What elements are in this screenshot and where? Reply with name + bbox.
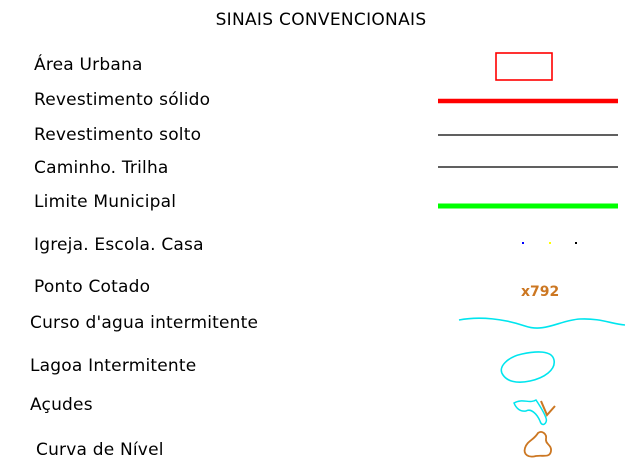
lagoa-intermitente-symbol xyxy=(500,351,555,383)
legend-label-ponto-cotado: Ponto Cotado xyxy=(34,277,151,297)
legend-label-curva-de-nivel: Curva de Nível xyxy=(36,440,164,460)
casa-dot-symbol xyxy=(575,242,577,244)
legend-label-acudes: Açudes xyxy=(30,395,93,415)
curva-de-nivel-symbol xyxy=(523,431,552,458)
escola-dot-symbol xyxy=(549,242,551,244)
legend-label-limite-municipal: Limite Municipal xyxy=(34,192,177,212)
legend-label-lagoa-intermitente: Lagoa Intermitente xyxy=(30,356,197,376)
acude-dam-symbol xyxy=(540,400,556,417)
acude-water-symbol xyxy=(513,398,548,426)
igreja-dot-symbol xyxy=(522,242,524,244)
legend-label-revestimento-solido: Revestimento sólido xyxy=(34,90,211,110)
legend-label-revestimento-solto: Revestimento solto xyxy=(34,125,202,145)
legend-title: SINAIS CONVENCIONAIS xyxy=(215,10,427,30)
area-urbana-symbol xyxy=(495,52,553,81)
legend-label-caminho-trilha: Caminho. Trilha xyxy=(34,158,169,178)
ponto-cotado-value: x792 xyxy=(521,284,559,300)
legend-label-area-urbana: Área Urbana xyxy=(34,55,143,75)
curso-dagua-symbol xyxy=(458,317,626,329)
legend-label-curso-dagua: Curso d'agua intermitente xyxy=(30,313,259,333)
legend-label-igreja-escola-casa: Igreja. Escola. Casa xyxy=(34,235,204,255)
